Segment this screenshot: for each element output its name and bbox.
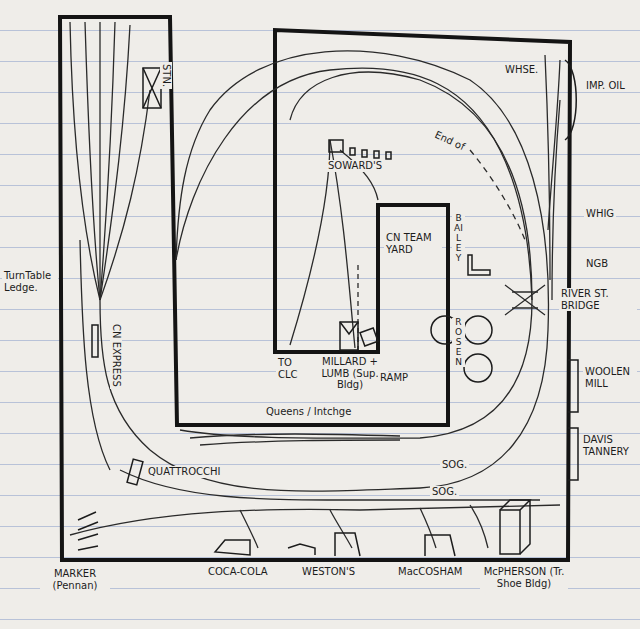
place-label: RIVER ST. BRIDGE bbox=[559, 288, 637, 311]
place-label: CN EXPRESS bbox=[111, 322, 123, 389]
place-label: TurnTable Ledge. bbox=[2, 270, 58, 293]
place-label: McPHERSON (Tr. Shoe Bldg) bbox=[480, 566, 568, 589]
place-label: COCA-COLA bbox=[206, 566, 270, 578]
place-label: TO CLC bbox=[276, 357, 314, 380]
place-label: STN. bbox=[161, 62, 173, 89]
place-label: DAVIS TANNERY bbox=[581, 434, 637, 457]
place-label: Queens / Intchge bbox=[264, 406, 353, 418]
place-label: BAILEY bbox=[452, 214, 465, 263]
place-label: WHSE. bbox=[503, 64, 540, 76]
place-label: SOWARD'S bbox=[326, 160, 384, 172]
place-label: WESTON'S bbox=[300, 566, 357, 578]
place-label: MacCOSHAM bbox=[396, 566, 464, 578]
place-label: End of bbox=[431, 128, 468, 154]
place-label: RAMP bbox=[378, 372, 410, 384]
place-label: WOOLEN MILL bbox=[583, 366, 637, 389]
place-label: WHIG bbox=[584, 208, 616, 220]
place-label: SOG. bbox=[440, 459, 469, 471]
place-label: NGB bbox=[584, 258, 610, 270]
place-label: SOG. bbox=[430, 486, 459, 498]
place-label: CN TEAM YARD bbox=[384, 232, 442, 255]
place-label: ROSEN bbox=[452, 318, 465, 367]
place-label: MILLARD + LUMB (Sup. Bldg) bbox=[312, 356, 388, 391]
place-label: MARKER (Pennan) bbox=[40, 568, 110, 591]
place-label: QUATTROCCHI bbox=[146, 466, 223, 478]
place-label: IMP. OIL bbox=[584, 80, 628, 92]
